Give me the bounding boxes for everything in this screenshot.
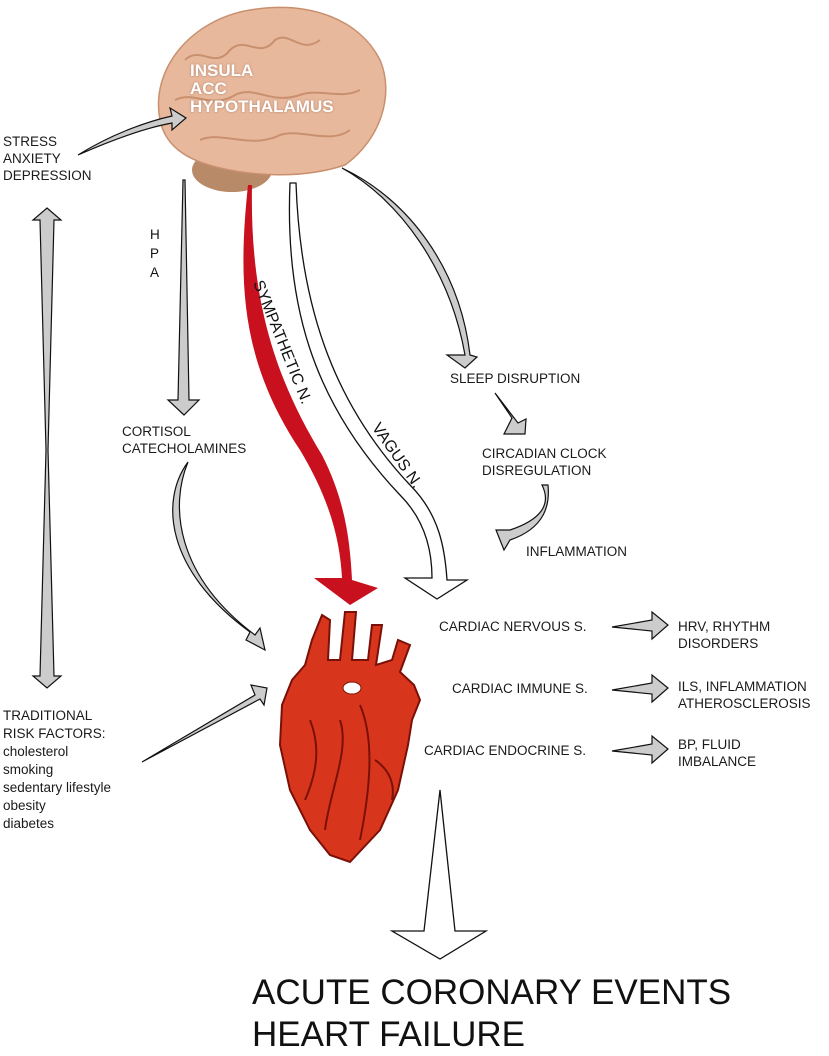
effect-line: IMBALANCE bbox=[678, 754, 757, 769]
cardiac-nervous-effect: HRV, RHYTHM DISORDERS bbox=[678, 618, 770, 652]
risk-item-smoking: smoking bbox=[3, 762, 54, 777]
brain-regions-label: INSULA ACC HYPOTHALAMUS bbox=[190, 62, 334, 116]
risk-title-line-1: TRADITIONAL bbox=[3, 708, 93, 723]
outcome-label: ACUTE CORONARY EVENTS HEART FAILURE bbox=[252, 972, 731, 1056]
cardiac-endocrine-label: CARDIAC ENDOCRINE S. bbox=[424, 743, 587, 758]
heart-illustration bbox=[278, 611, 422, 864]
circadian-line-1: CIRCADIAN CLOCK bbox=[482, 446, 607, 461]
risk-item-obesity: obesity bbox=[3, 798, 46, 813]
arrow-circadian-to-inflammation bbox=[495, 484, 549, 552]
arrow-hormones-to-heart bbox=[172, 461, 266, 652]
hpa-letter-p: P bbox=[150, 246, 160, 261]
arrow-hpa bbox=[166, 179, 201, 416]
hpa-letter-a: A bbox=[150, 265, 160, 280]
risk-factors-label: TRADITIONAL RISK FACTORS: cholesterol sm… bbox=[3, 707, 111, 833]
hpa-axis-label: H P A bbox=[150, 225, 160, 282]
brain-region-hypothalamus: HYPOTHALAMUS bbox=[190, 97, 334, 116]
psych-factors-label: STRESS ANXIETY DEPRESSION bbox=[3, 133, 92, 184]
cardiac-immune-effect: ILS, INFLAMMATION ATHEROSCLEROSIS bbox=[678, 678, 811, 712]
arrow-cardiac-immune bbox=[611, 673, 669, 704]
cerebrum bbox=[157, 6, 387, 176]
arrow-stress-to-brain bbox=[77, 106, 188, 156]
cardiac-nervous-label: CARDIAC NERVOUS S. bbox=[439, 619, 587, 634]
risk-item-sedentary: sedentary lifestyle bbox=[3, 780, 112, 795]
hormone-catecholamines: CATECHOLAMINES bbox=[122, 441, 247, 456]
brain-region-insula: INSULA bbox=[190, 61, 254, 80]
arrow-sleep-to-circadian bbox=[494, 392, 527, 435]
hormone-cortisol: CORTISOL bbox=[122, 424, 191, 439]
inflammation-label: INFLAMMATION bbox=[526, 544, 627, 559]
psych-anxiety: ANXIETY bbox=[3, 151, 61, 166]
hpa-letter-h: H bbox=[150, 227, 160, 242]
effect-line: ATHEROSCLEROSIS bbox=[678, 696, 811, 711]
effect-line: HRV, RHYTHM bbox=[678, 619, 771, 634]
risk-item-cholesterol: cholesterol bbox=[3, 744, 69, 759]
arrow-risk-to-heart bbox=[141, 684, 268, 763]
arrow-cardiac-endocrine bbox=[611, 734, 669, 765]
arrow-psych-risk-bidirectional bbox=[31, 207, 63, 689]
arrow-heart-to-outcome bbox=[389, 789, 489, 960]
hormones-label: CORTISOL CATECHOLAMINES bbox=[122, 423, 246, 457]
brain-gyri bbox=[174, 36, 361, 142]
cardiac-immune-label: CARDIAC IMMUNE S. bbox=[452, 681, 588, 696]
arrow-brain-to-sleep bbox=[341, 167, 479, 369]
cardiac-endocrine-effect: BP, FLUID IMBALANCE bbox=[678, 736, 756, 770]
arrow-vagus bbox=[288, 182, 470, 600]
circadian-label: CIRCADIAN CLOCK DISREGULATION bbox=[482, 445, 607, 479]
effect-line: BP, FLUID bbox=[678, 737, 741, 752]
effect-line: ILS, INFLAMMATION bbox=[678, 679, 807, 694]
risk-title-line-2: RISK FACTORS: bbox=[3, 726, 106, 741]
risk-item-diabetes: diabetes bbox=[3, 816, 55, 831]
arrow-sympathetic bbox=[243, 185, 378, 605]
outcome-heart-failure: HEART FAILURE bbox=[252, 1015, 525, 1054]
outcome-acute-coronary-events: ACUTE CORONARY EVENTS bbox=[252, 973, 732, 1012]
arrow-cardiac-nervous bbox=[611, 610, 669, 641]
psych-stress: STRESS bbox=[3, 134, 58, 149]
effect-line: DISORDERS bbox=[678, 636, 759, 651]
brain-region-acc: ACC bbox=[190, 79, 227, 98]
sleep-disruption-label: SLEEP DISRUPTION bbox=[450, 371, 581, 386]
circadian-line-2: DISREGULATION bbox=[482, 463, 592, 478]
brain-illustration bbox=[157, 6, 387, 192]
psych-depression: DEPRESSION bbox=[3, 168, 92, 183]
